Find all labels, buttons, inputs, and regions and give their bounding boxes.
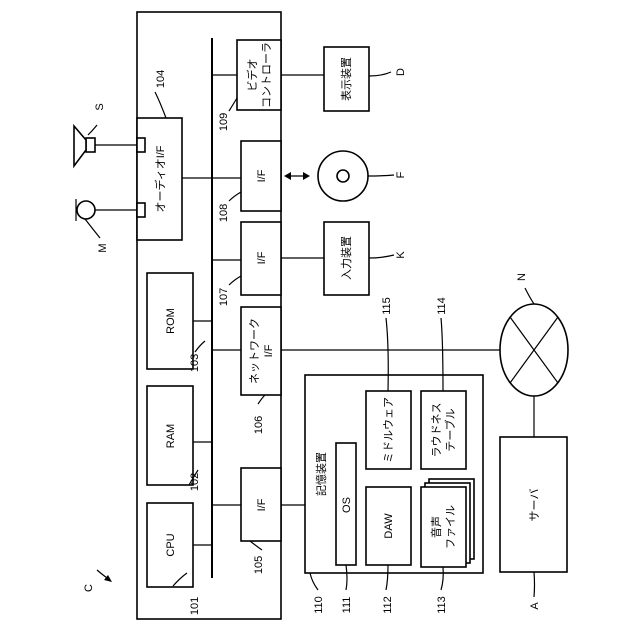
ref-k: K	[395, 251, 407, 259]
leader-a	[534, 572, 535, 597]
audio-port-speaker	[137, 138, 145, 152]
ref-115: 115	[381, 297, 393, 315]
ref-108: 108	[218, 204, 230, 222]
audio-port-mic	[137, 203, 145, 217]
network-if-label-1: ネットワーク	[248, 318, 261, 384]
if-108-label: I/F	[256, 169, 268, 182]
storage-label: 記憶装置	[314, 452, 328, 496]
ref-c: C	[83, 584, 95, 592]
os-label: OS	[341, 497, 353, 513]
leader-n	[525, 288, 534, 304]
ref-102: 102	[189, 473, 201, 491]
leader-s	[88, 125, 97, 135]
microphone-icon	[77, 201, 95, 219]
network-if-label-2: I/F	[263, 344, 275, 357]
leader-f	[368, 175, 394, 176]
video-controller-label-2: コントローラ	[261, 42, 273, 108]
audio-file-label-1: 音声	[429, 516, 443, 538]
ref-110: 110	[313, 596, 325, 614]
daw-label: DAW	[383, 513, 395, 539]
video-controller-box	[237, 40, 281, 110]
network-if-box	[241, 307, 281, 395]
leader-m	[85, 219, 100, 238]
ref-109: 109	[218, 113, 230, 131]
ref-d: D	[395, 68, 407, 76]
arrow-left-icon	[284, 172, 291, 180]
speaker-icon	[74, 126, 86, 166]
disc-hole-icon	[337, 170, 349, 182]
speaker-body	[86, 138, 95, 152]
ref-104: 104	[155, 70, 167, 88]
ref-f: F	[395, 171, 407, 178]
ref-105: 105	[253, 556, 265, 574]
loudness-table-box	[421, 391, 466, 469]
loudness-table-label-1: ラウドネス	[430, 403, 443, 458]
leader-110	[310, 573, 318, 590]
ref-106: 106	[253, 416, 265, 434]
if-107-label: I/F	[256, 251, 268, 264]
display-device-label: 表示装置	[339, 57, 353, 101]
ref-107: 107	[218, 288, 230, 306]
middleware-label: ミドルウェア	[382, 397, 395, 463]
ram-label: RAM	[165, 424, 177, 448]
ref-103: 103	[189, 354, 201, 372]
ref-s: S	[94, 103, 106, 110]
ref-114: 114	[436, 297, 448, 315]
audio-file-box	[421, 487, 466, 567]
leader-111	[346, 565, 347, 590]
ref-113: 113	[436, 596, 448, 614]
loudness-table-label-2: テーブル	[443, 408, 457, 451]
ref-101: 101	[189, 597, 201, 615]
ref-a: A	[529, 602, 541, 610]
ref-112: 112	[382, 596, 394, 614]
ref-111: 111	[341, 597, 353, 614]
if-105-label: I/F	[256, 498, 268, 511]
server-label: サーバ	[528, 489, 541, 522]
cpu-label: CPU	[165, 533, 177, 556]
leader-d	[369, 72, 391, 76]
rom-label: ROM	[165, 308, 177, 334]
video-controller-label-1: ビデオ	[245, 59, 259, 92]
ref-m: M	[97, 243, 109, 252]
arrow-right-icon	[303, 172, 310, 180]
leader-k	[369, 255, 394, 258]
ref-n: N	[516, 273, 528, 281]
audio-if-label: オーディオI/F	[153, 145, 167, 212]
input-device-label: 入力装置	[340, 236, 353, 280]
audio-file-label-2: ファイル	[445, 505, 457, 549]
